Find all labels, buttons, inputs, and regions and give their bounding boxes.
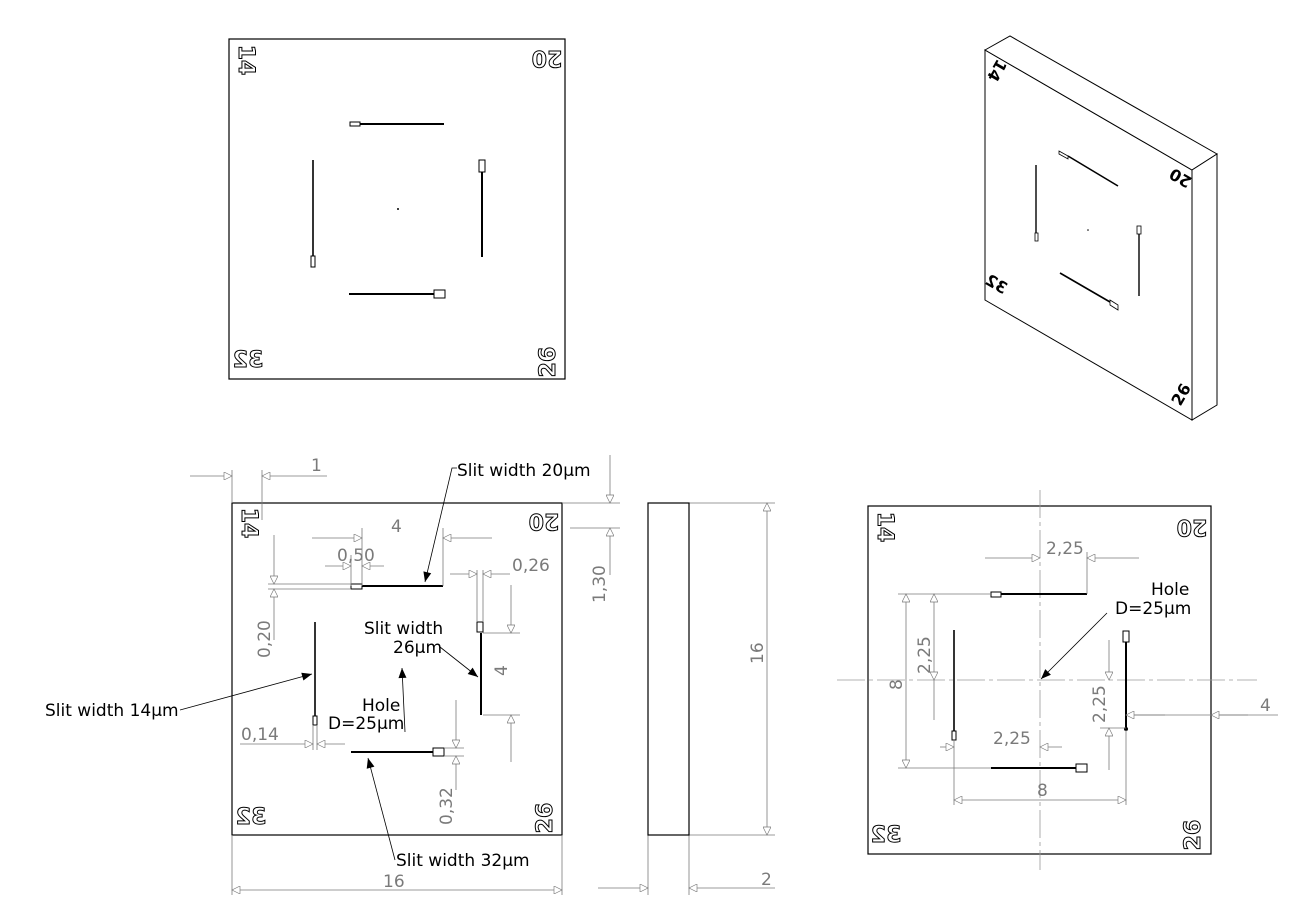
slit-right-box — [478, 159, 486, 173]
dim-top-offset: 1,30 — [590, 565, 610, 603]
centerlines — [837, 490, 1257, 870]
dim-right-edge: 4 — [1260, 696, 1271, 716]
corner-mark-bl: 32 — [871, 823, 902, 848]
label-slit-26-line2: 26µm — [393, 638, 442, 658]
dim-square-width: 8 — [1037, 781, 1048, 801]
corner-mark-tr: 20 — [1177, 514, 1208, 539]
label-slit-20: Slit width 20µm — [457, 461, 591, 481]
plate-outline — [228, 38, 566, 380]
slit-bottom-box — [433, 289, 446, 299]
label-slit-14: Slit width 14µm — [45, 701, 179, 721]
dim-slit-gap-14: 0,14 — [241, 725, 279, 745]
slit-left-box — [951, 730, 957, 741]
iso-hole — [1087, 229, 1089, 231]
dim-overall-width: 16 — [383, 872, 405, 892]
corner-mark-bl: 32 — [236, 805, 267, 830]
label-hole-line2: D=25µm — [328, 714, 404, 734]
hole-leader — [1040, 612, 1108, 680]
dim-offset-left: 2,25 — [915, 636, 935, 674]
dim-slit-box-height: 0,20 — [255, 620, 275, 658]
label-hole-line1-pos: Hole — [1151, 580, 1189, 600]
dim-offset-top: 2,25 — [1046, 539, 1084, 559]
label-slit-32: Slit width 32µm — [396, 851, 530, 871]
slit-left-box — [312, 715, 318, 726]
front-view: 14 20 32 26 — [228, 38, 566, 380]
dim-slit-gap-32: 0,32 — [437, 787, 457, 825]
iso-side-face — [1191, 153, 1218, 421]
annotation-texts: Slit width 20µm Slit width 26µm Slit wid… — [45, 461, 591, 871]
slit-top-box — [349, 121, 361, 127]
dim-slit-length-right: 4 — [492, 665, 512, 676]
iso-slit-top — [1067, 155, 1119, 187]
dim-square-height: 8 — [887, 679, 907, 690]
annotation-leaders — [179, 467, 479, 861]
dim-slit-gap-26: 0,26 — [512, 556, 550, 576]
slit-right-box — [1122, 630, 1130, 643]
corner-mark-tr: 20 — [529, 508, 560, 533]
label-hole-line1: Hole — [362, 696, 400, 716]
dim-offset-right: 2,25 — [1090, 685, 1110, 723]
corner-mark-tl: 14 — [872, 512, 897, 543]
iso-slit-top-box — [1058, 150, 1069, 160]
dim-thickness: 2 — [761, 870, 772, 890]
slit-top-box — [350, 583, 363, 590]
corner-mark-tl: 14 — [233, 45, 258, 76]
iso-slit-left-box — [1034, 232, 1039, 242]
dim-slit-length: 4 — [391, 517, 402, 537]
side-view — [647, 502, 690, 836]
position-annotation-texts: Hole D=25µm — [1115, 580, 1191, 619]
dim-edge-offset: 1 — [311, 456, 322, 476]
slit-bottom-box — [1075, 763, 1088, 773]
position-dimension-lines — [898, 552, 1278, 805]
plate-outline-dimensioned — [231, 502, 563, 836]
slit-bottom-box — [432, 747, 445, 757]
plate-side-outline — [647, 502, 690, 836]
isometric-view: 14 20 32 26 — [982, 35, 1218, 421]
dim-offset-bottom: 2,25 — [993, 729, 1031, 749]
label-slit-26-line1: Slit width — [364, 619, 443, 639]
slit-right-box — [476, 621, 484, 633]
dimension-lines — [190, 455, 775, 895]
iso-slit-bottom — [1059, 272, 1111, 303]
slit-left-box — [310, 255, 316, 268]
dim-overall-height: 16 — [748, 642, 768, 664]
corner-mark-br: 26 — [533, 803, 558, 834]
hole — [397, 208, 399, 210]
iso-slit-right-box — [1136, 225, 1142, 235]
corner-mark-bl: 32 — [233, 348, 264, 373]
position-view: 14 20 32 26 — [837, 490, 1278, 870]
iso-slit-bottom-box — [1109, 299, 1119, 311]
position-dimension-texts: 2,25 2,25 8 2,25 4 2,25 8 — [887, 539, 1271, 801]
label-hole-line2-pos: D=25µm — [1115, 599, 1191, 619]
dimensioned-view: 14 20 32 26 — [45, 455, 775, 895]
corner-mark-br: 26 — [1181, 820, 1206, 851]
dim-slit-box: 0,50 — [337, 546, 375, 566]
slit-top-box — [990, 591, 1002, 598]
corner-mark-br: 26 — [536, 347, 561, 378]
dimension-texts: 1 4 0,50 0,26 1,30 0,20 0,14 4 0,32 16 1… — [241, 456, 772, 892]
corner-mark-tl: 14 — [236, 508, 261, 539]
corner-mark-tr: 20 — [532, 45, 563, 70]
